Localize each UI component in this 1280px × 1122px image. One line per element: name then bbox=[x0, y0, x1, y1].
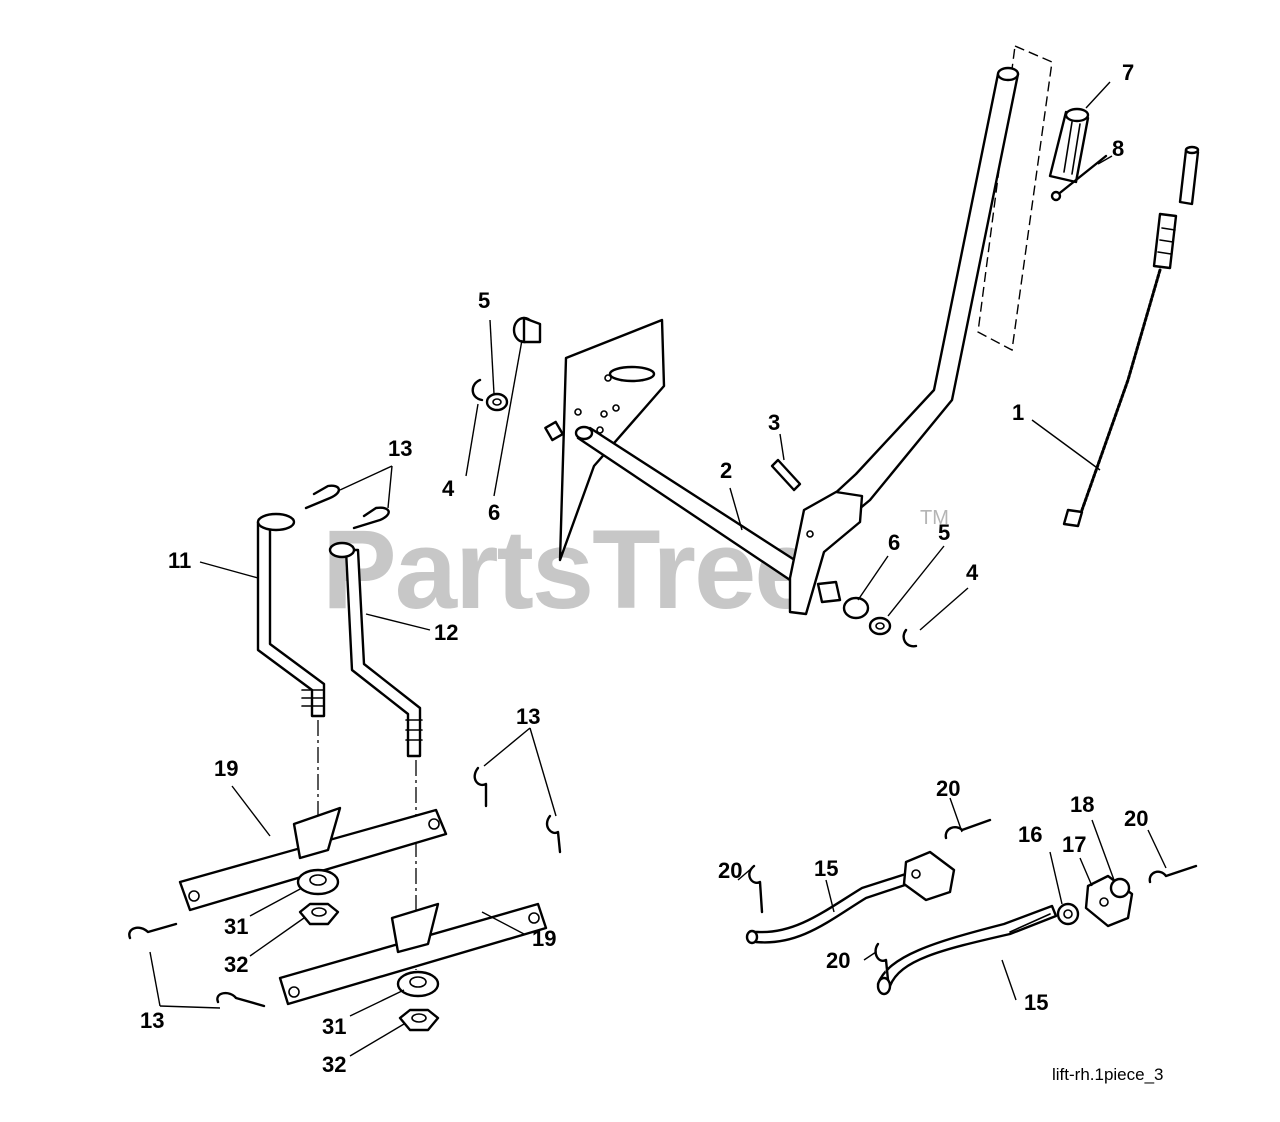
callout-12: 12 bbox=[434, 620, 458, 645]
callout-17: 17 bbox=[1062, 832, 1086, 857]
bushing-lower[interactable] bbox=[396, 970, 440, 998]
callout-32-lower: 32 bbox=[322, 1052, 346, 1077]
callout-5-left: 5 bbox=[478, 288, 490, 313]
hairpin-clip-right-2[interactable] bbox=[545, 814, 562, 854]
callout-15-upper: 15 bbox=[814, 856, 838, 881]
lift-link-rod-left[interactable] bbox=[256, 512, 326, 718]
hairpin-clip-right-1[interactable] bbox=[473, 766, 488, 808]
callout-15-lower: 15 bbox=[1024, 990, 1048, 1015]
e-clip-left[interactable] bbox=[471, 378, 484, 402]
bushing-right[interactable] bbox=[816, 580, 870, 620]
adjustment-rod-upper[interactable] bbox=[745, 870, 916, 945]
lift-arm-upper[interactable] bbox=[178, 806, 448, 912]
hairpin-clip-upper-2[interactable] bbox=[352, 506, 390, 530]
hairpin-clip-left-2[interactable] bbox=[216, 991, 266, 1008]
washer-left[interactable] bbox=[485, 392, 509, 412]
watermark-trademark: TM bbox=[920, 507, 949, 529]
callout-13-right: 13 bbox=[516, 704, 540, 729]
hairpin-clip-upper-1[interactable] bbox=[304, 484, 340, 510]
callout-20-lower: 20 bbox=[826, 948, 850, 973]
adjustment-block-upper[interactable] bbox=[902, 850, 956, 902]
grip-pin[interactable] bbox=[1050, 154, 1108, 202]
callout-8: 8 bbox=[1112, 136, 1124, 161]
callout-18: 18 bbox=[1070, 792, 1094, 817]
adjustment-rod-lower[interactable] bbox=[876, 904, 1058, 996]
mounting-bracket[interactable] bbox=[558, 318, 666, 562]
shaft-stub-left[interactable] bbox=[544, 420, 564, 442]
lift-cable[interactable] bbox=[1062, 145, 1200, 528]
drawing-reference: lift-rh.1piece_3 bbox=[1052, 1065, 1164, 1084]
handle-grip[interactable] bbox=[1048, 107, 1090, 184]
hairpin-20-d[interactable] bbox=[1148, 864, 1198, 884]
lift-arm-lower[interactable] bbox=[278, 902, 548, 1006]
callout-numbers: 1 2 3 4 4 5 5 6 6 7 8 11 12 13 13 13 15 … bbox=[140, 60, 1148, 1077]
callout-1: 1 bbox=[1012, 400, 1024, 425]
hairpin-20-b[interactable] bbox=[944, 818, 992, 840]
callout-16: 16 bbox=[1018, 822, 1042, 847]
callout-31-upper: 31 bbox=[224, 914, 248, 939]
adjustment-clip-nut[interactable] bbox=[1109, 877, 1131, 899]
roll-pin[interactable] bbox=[770, 458, 802, 492]
callout-19-upper: 19 bbox=[214, 756, 238, 781]
callout-20-left: 20 bbox=[718, 858, 742, 883]
callout-13-bottom: 13 bbox=[140, 1008, 164, 1033]
e-clip-right[interactable] bbox=[902, 628, 918, 648]
bushing-left[interactable] bbox=[512, 316, 542, 344]
callout-3: 3 bbox=[768, 410, 780, 435]
callout-11: 11 bbox=[168, 548, 191, 573]
hairpin-clip-left-1[interactable] bbox=[128, 922, 178, 940]
callout-20-top: 20 bbox=[936, 776, 960, 801]
callout-19-lower: 19 bbox=[532, 926, 556, 951]
callout-4-right: 4 bbox=[966, 560, 979, 585]
callout-20-right: 20 bbox=[1124, 806, 1148, 831]
callout-7: 7 bbox=[1122, 60, 1134, 85]
nut-lower[interactable] bbox=[398, 1008, 440, 1032]
callout-4-left: 4 bbox=[442, 476, 455, 501]
callout-5-right: 5 bbox=[938, 520, 950, 545]
hairpin-20-c[interactable] bbox=[874, 942, 890, 982]
lift-link-rod-right[interactable] bbox=[328, 541, 423, 758]
bushing-upper[interactable] bbox=[296, 868, 340, 896]
nut-upper[interactable] bbox=[298, 902, 340, 926]
hairpin-20-a[interactable] bbox=[748, 864, 764, 914]
washer-right[interactable] bbox=[868, 616, 892, 636]
callout-2: 2 bbox=[720, 458, 732, 483]
leader-lines bbox=[149, 81, 1167, 1057]
handle-phantom-outline bbox=[977, 44, 1053, 352]
adjustment-nut[interactable] bbox=[1056, 902, 1080, 926]
callout-6-left: 6 bbox=[488, 500, 500, 525]
callout-13-top: 13 bbox=[388, 436, 412, 461]
lift-handle[interactable] bbox=[828, 66, 1020, 522]
callout-31-lower: 31 bbox=[322, 1014, 346, 1039]
callout-6-right: 6 bbox=[888, 530, 900, 555]
handle-lower-bracket[interactable] bbox=[788, 490, 864, 616]
callout-32-upper: 32 bbox=[224, 952, 248, 977]
